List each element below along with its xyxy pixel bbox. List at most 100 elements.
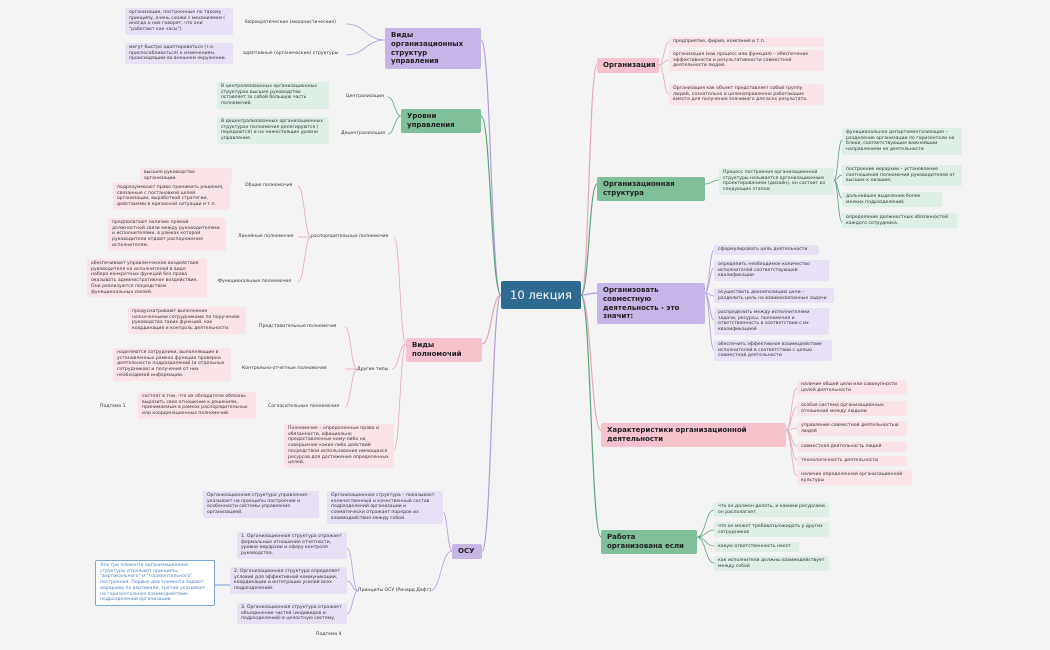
connector	[297, 185, 312, 238]
topic-org-structure[interactable]: Организационная структура	[597, 177, 705, 201]
characteristic-leaf[interactable]: управление совместной деятельностью люде…	[797, 421, 907, 437]
connector	[704, 292, 715, 321]
type-label[interactable]: бюрократические (механистические)	[245, 20, 336, 25]
powers-definition[interactable]: Полномочие – определенные права и обязан…	[284, 424, 394, 469]
osu-principle[interactable]: 2. Организационная структура определяет …	[230, 567, 347, 594]
connector	[696, 529, 715, 538]
linear-powers-desc[interactable]: предполагают наличие прямой должностной …	[108, 218, 226, 251]
topic-management-levels[interactable]: Уровни управления	[401, 109, 481, 133]
subtopic-4[interactable]: Подтема 4	[316, 632, 342, 637]
topic-powers[interactable]: Виды полномочий	[406, 338, 482, 362]
connector	[393, 343, 407, 451]
connector	[480, 39, 502, 296]
osu-definition-1[interactable]: Организационная структура управления - у…	[203, 491, 319, 518]
work-leaf[interactable]: какую ответственность несет	[714, 542, 799, 552]
connector	[481, 294, 502, 552]
linear-powers[interactable]: Линейные полномочия	[238, 234, 294, 239]
root-topic[interactable]: 10 лекция	[501, 281, 581, 309]
topic-structure-types[interactable]: Виды организационных структур управления	[385, 28, 481, 69]
connector	[393, 236, 407, 345]
connector	[344, 368, 358, 408]
level-label[interactable]: Децентрализация	[341, 131, 385, 136]
osu-principle[interactable]: 1. Организационная структура отражает фо…	[237, 532, 347, 559]
level-description[interactable]: В децентрализованных организационных стр…	[217, 117, 329, 144]
agreement-powers[interactable]: Согласительные полномочия	[268, 404, 340, 409]
type-description[interactable]: организации, построенные по такому принц…	[125, 8, 233, 35]
structure-step[interactable]: функциональная департаментализация – раз…	[842, 128, 962, 155]
characteristic-leaf[interactable]: совместная деятельность людей	[797, 442, 907, 452]
functional-powers[interactable]: Функциональные полномочия	[218, 279, 292, 284]
topic-work-organized[interactable]: Работа организована если	[601, 530, 697, 554]
osu-principle[interactable]: 3. Организационная структура отражает об…	[237, 603, 347, 625]
topic-osu[interactable]: ОСУ	[452, 544, 482, 559]
connector	[580, 183, 598, 296]
connector	[345, 23, 386, 41]
org-leaf[interactable]: предприятие, фирма, компания и т.п.	[669, 37, 824, 47]
functional-powers-desc[interactable]: обеспечивают управленческое воздействие …	[87, 259, 207, 298]
work-leaf[interactable]: что он может требовать/ожидать у других …	[714, 522, 829, 538]
connector	[391, 343, 407, 370]
connector	[387, 115, 402, 135]
connector	[785, 387, 798, 431]
distributive-powers[interactable]: распорядительные полномочия	[311, 234, 389, 239]
joint-leaf[interactable]: обеспечить эффективное взаимодействие ис…	[714, 340, 832, 362]
connector	[696, 536, 715, 564]
connector	[785, 406, 798, 431]
connector	[704, 267, 715, 294]
connector	[833, 174, 843, 181]
structure-step[interactable]: определение должностных обязанностей каж…	[842, 213, 957, 229]
connector	[580, 294, 602, 431]
connector	[833, 179, 843, 223]
general-powers-desc[interactable]: подразумевают право принимать решения, с…	[113, 183, 230, 210]
level-label[interactable]: Централизация	[346, 94, 384, 99]
connector	[704, 249, 715, 294]
type-label[interactable]: адаптивные (органические) структуры	[243, 51, 339, 56]
structure-step[interactable]: построение иерархии – установление соотн…	[842, 165, 962, 187]
agreement-powers-desc[interactable]: состоят в том, что их обладатели обязаны…	[138, 392, 256, 419]
subtopic-1[interactable]: Подтема 1	[100, 404, 126, 409]
general-powers[interactable]: Общие полномочия	[245, 183, 293, 188]
connector	[785, 429, 798, 477]
connector	[481, 294, 502, 345]
joint-leaf[interactable]: сформулировать цель деятельности	[714, 245, 819, 255]
connector	[344, 326, 358, 370]
connector	[346, 590, 359, 615]
joint-leaf[interactable]: определить необходимое количество исполн…	[714, 260, 829, 282]
other-types[interactable]: Другие типы	[357, 367, 389, 372]
structure-step[interactable]: дальнейшее выделение более мелких подраз…	[842, 192, 942, 208]
connector	[346, 547, 359, 592]
level-description[interactable]: В централизованных организационных струк…	[217, 82, 329, 109]
topic-organization[interactable]: Организация	[597, 58, 659, 73]
work-leaf[interactable]: что он должен делать, и какими ресурсами…	[714, 502, 829, 518]
characteristic-leaf[interactable]: наличие общей цели или совокупности целе…	[797, 380, 907, 396]
control-powers[interactable]: Контрольно-отчетные полномочия	[242, 366, 327, 371]
structure-description[interactable]: Процесс построения организационной струк…	[719, 168, 834, 195]
connector	[580, 64, 598, 296]
osu-note[interactable]: Эти три элемента организационной структу…	[95, 560, 215, 607]
joint-leaf[interactable]: распределить между исполнителями задачи,…	[714, 308, 829, 335]
general-powers-desc[interactable]: высшее руководство организации.	[140, 168, 232, 184]
topic-characteristics[interactable]: Характеристики организационной деятельно…	[601, 423, 786, 447]
connector	[704, 292, 715, 297]
connector	[480, 115, 502, 296]
connector	[704, 292, 715, 351]
connector	[580, 292, 598, 296]
joint-leaf[interactable]: осуществить декомпозицию цели – разделит…	[714, 288, 834, 304]
osu-principles[interactable]: Принципы ОСУ (Ричард Дафт)	[358, 588, 432, 593]
type-description[interactable]: могут быстро адаптироваться (т.е. приспо…	[125, 43, 233, 65]
connector	[346, 580, 359, 592]
representative-powers-desc[interactable]: предусматривают выполнение назначенными …	[128, 307, 246, 334]
control-powers-desc[interactable]: наделяются сотрудники, выполняющие в уст…	[113, 348, 231, 381]
org-leaf[interactable]: организация (как процесс или функция) – …	[669, 50, 824, 72]
osu-definition-2[interactable]: Организационная структура – показывает к…	[327, 491, 443, 524]
org-leaf[interactable]: Организация как объект представляет собо…	[669, 84, 824, 106]
topic-joint-activity[interactable]: Организовать совместную деятельность - э…	[597, 283, 705, 324]
work-leaf[interactable]: как исполнители должны взаимодействует м…	[714, 556, 829, 572]
connector	[658, 59, 670, 66]
characteristic-leaf[interactable]: технологичность деятельности	[797, 456, 907, 466]
connector	[429, 550, 453, 592]
characteristic-leaf[interactable]: особая система организационных отношений…	[797, 401, 907, 417]
characteristic-leaf[interactable]: наличие определенной организационной кул…	[797, 470, 912, 486]
representative-powers[interactable]: Представительные полномочия	[259, 324, 337, 329]
